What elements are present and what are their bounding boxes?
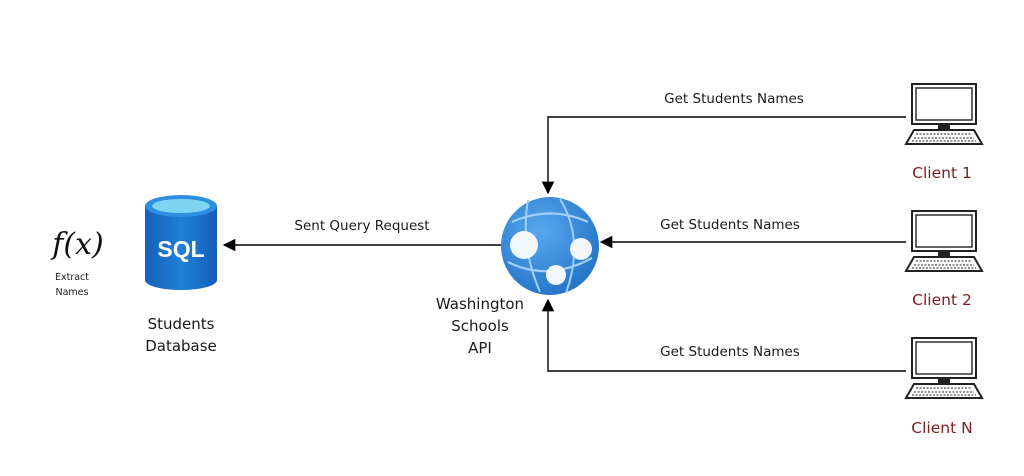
computer-icon	[904, 337, 984, 399]
client1-arrow-label: Get Students Names	[664, 91, 804, 107]
api-label-line2: Schools	[451, 317, 509, 335]
function-block: f(x) Extract Names	[50, 227, 103, 298]
api-label-line1: Washington	[436, 295, 524, 313]
query-arrow-label: Sent Query Request	[294, 218, 429, 234]
client2-arrow-label: Get Students Names	[660, 217, 800, 233]
function-caption-line1: Extract	[55, 272, 89, 283]
client-N-label: Client N	[911, 419, 972, 437]
clientN-arrow-label: Get Students Names	[660, 344, 800, 360]
sql-icon-text: SQL	[157, 236, 204, 262]
database-label-line2: Database	[145, 337, 217, 355]
client-2-label: Client 2	[912, 291, 972, 309]
sql-database-icon: SQL	[145, 195, 217, 290]
computer-icon	[904, 210, 984, 272]
database-label-line1: Students	[148, 315, 215, 333]
computer-icon	[904, 83, 984, 145]
function-symbol: f(x)	[50, 227, 103, 262]
client-1-label: Client 1	[912, 164, 972, 182]
api-label-line3: API	[468, 339, 492, 357]
client1-request-arrow	[541, 116, 906, 195]
clientN-request-arrow	[541, 298, 906, 372]
function-caption-line2: Names	[56, 287, 89, 298]
api-service-icon	[501, 197, 599, 295]
